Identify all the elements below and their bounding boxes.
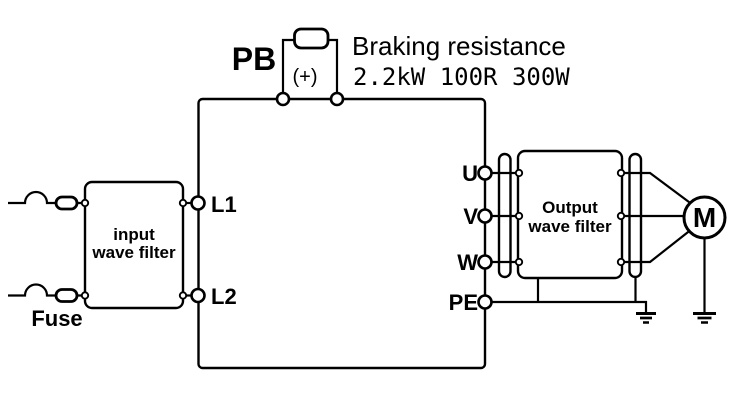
l1-terminal [190, 195, 206, 211]
connection-node [616, 257, 626, 267]
fuse-symbol-bottom [54, 288, 79, 303]
l1-label: L1 [211, 192, 237, 217]
plus-label: (+) [293, 66, 318, 88]
input-circuit [8, 180, 206, 310]
motor-ground-symbol [693, 312, 716, 324]
connection-node [514, 211, 524, 221]
output-filter-label-line2: wave filter [527, 217, 612, 236]
w-terminal [477, 254, 493, 270]
motor-label: M [693, 202, 716, 233]
input-filter-label-line2: wave filter [91, 243, 176, 262]
connection-node [80, 198, 90, 208]
input-filter-label-line1: input [113, 225, 155, 244]
plus-terminal [329, 91, 345, 107]
pe-ground-symbol [636, 312, 656, 324]
fuse-symbol-top [54, 195, 79, 211]
connection-node [514, 257, 524, 267]
u-wire-to-motor [620, 171, 698, 209]
w-label: W [457, 250, 478, 275]
w-wire-to-motor [620, 224, 698, 264]
braking-resistor-symbol [293, 27, 330, 50]
ferrite-core-1 [497, 152, 512, 279]
pb-label: PB [232, 41, 276, 77]
pe-terminal [477, 294, 493, 310]
motor-symbol [682, 195, 727, 240]
v-terminal [477, 208, 493, 224]
output-filter-label-line1: Output [542, 198, 598, 217]
pe-label: PE [449, 290, 478, 315]
ferrite-core-2 [628, 152, 643, 279]
input-wire-l1 [8, 190, 85, 205]
input-wave-filter-box [83, 180, 185, 310]
connection-node [178, 198, 188, 208]
l2-label: L2 [211, 284, 237, 309]
input-wire-l2 [8, 283, 85, 297]
pe-ground-wire [491, 300, 648, 313]
inverter-box [197, 97, 487, 370]
u-terminal [477, 165, 493, 181]
connection-node [514, 168, 524, 178]
pb-terminal [275, 91, 291, 107]
connection-node [80, 291, 90, 300]
l2-terminal [190, 287, 206, 304]
braking-resistance-spec: 2.2kW 100R 300W [353, 63, 570, 91]
connection-node [178, 291, 188, 300]
connection-node [616, 168, 626, 178]
connection-node [616, 211, 626, 221]
braking-resistance-title: Braking resistance [352, 31, 566, 61]
output-circuit [477, 149, 727, 324]
v-label: V [463, 204, 478, 229]
braking-resistor-circuit [275, 27, 345, 107]
u-label: U [462, 161, 478, 186]
fuse-label: Fuse [31, 306, 82, 331]
